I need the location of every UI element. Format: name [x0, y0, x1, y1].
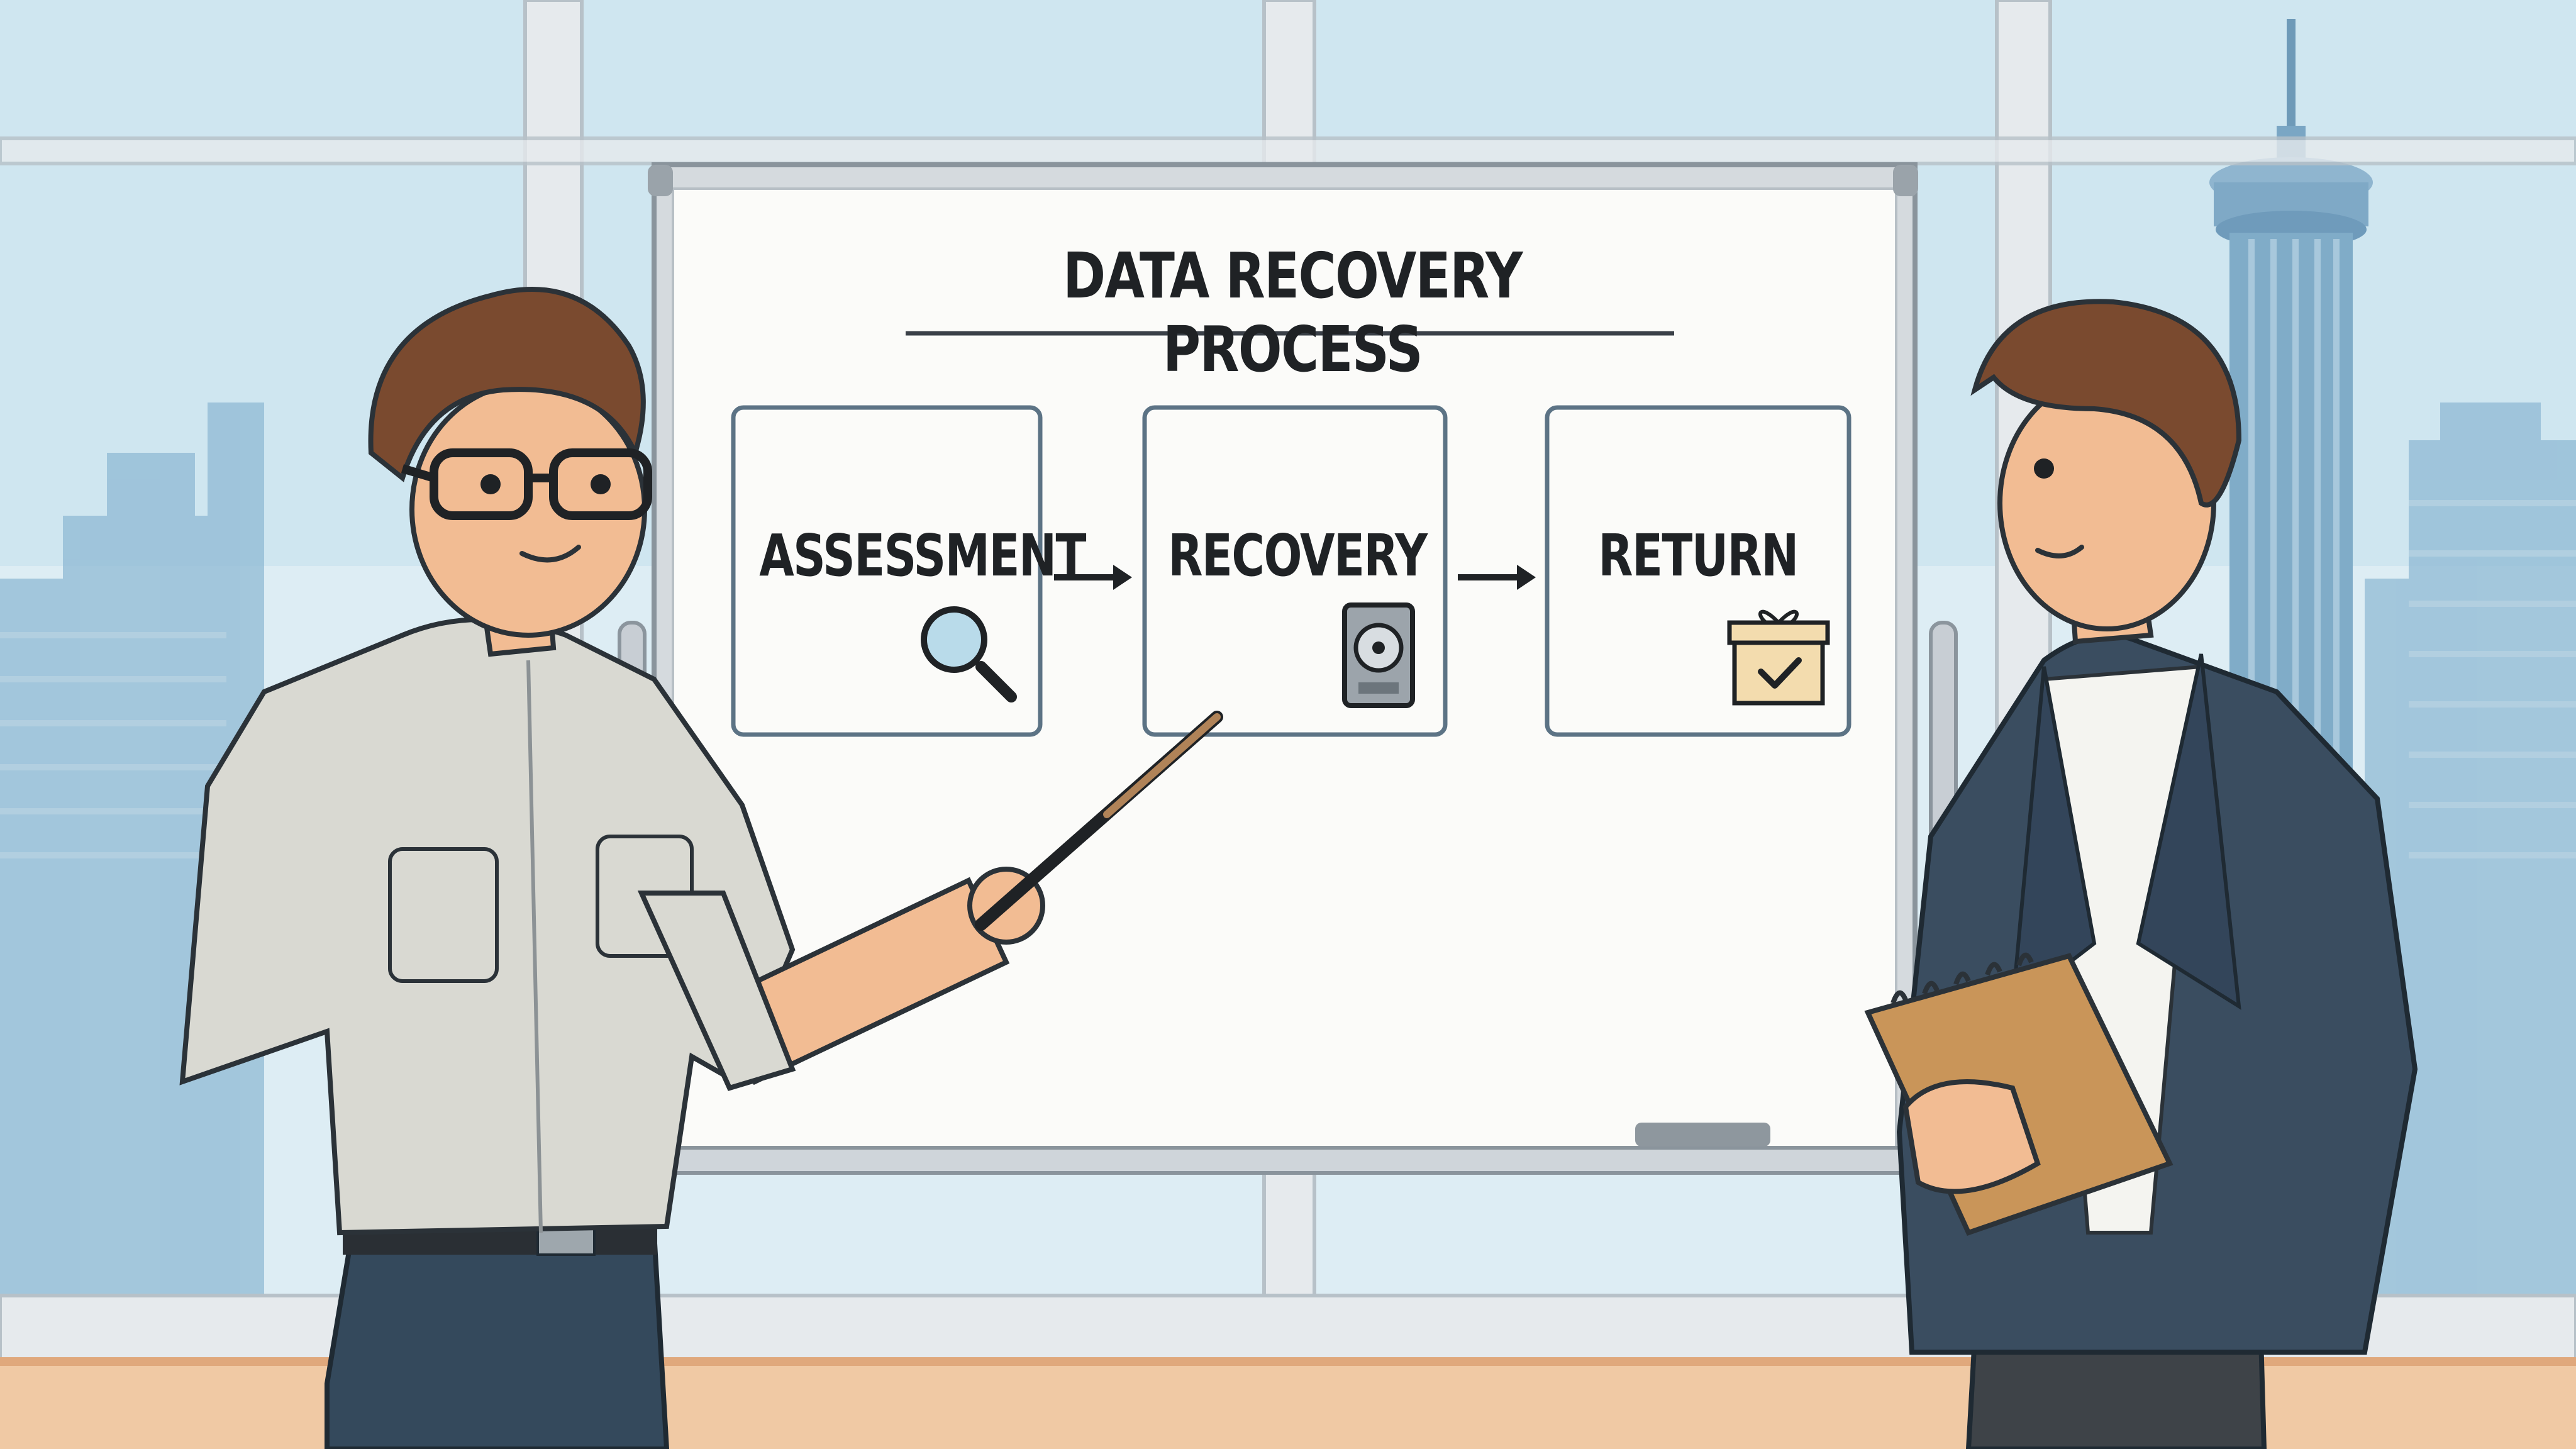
city-skyline-windows [0, 500, 2576, 858]
person-presenter [179, 287, 1223, 1449]
step-label-assessment: ASSESSMENT [759, 522, 1086, 589]
whiteboard-title: DATA RECOVERY PROCESS [1063, 239, 1523, 386]
magnifying-glass-icon [921, 606, 1017, 702]
whiteboard-eraser [1635, 1123, 1770, 1146]
step-label-return: RETURN [1598, 522, 1799, 589]
hard-drive-icon [1342, 602, 1415, 708]
arrow-icon [1054, 565, 1132, 590]
gift-box-check-icon [1727, 609, 1830, 706]
arrow-icon [1458, 565, 1536, 590]
person-listener [1864, 299, 2418, 1449]
step-label-recovery: RECOVERY [1168, 522, 1428, 589]
